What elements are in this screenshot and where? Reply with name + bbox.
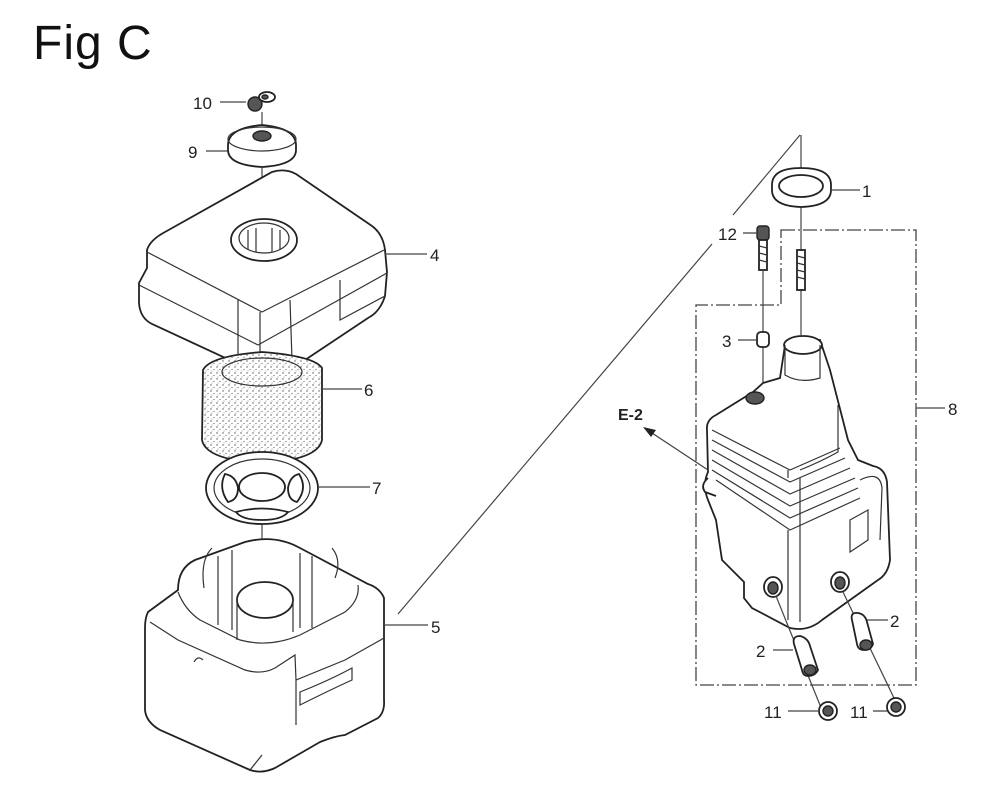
flange-nut-right-part[interactable] [886, 697, 906, 717]
air-cleaner-cover-part[interactable] [138, 169, 388, 378]
ref-e2-leader [651, 432, 709, 471]
nut-part[interactable] [756, 331, 770, 348]
bolt-part[interactable] [756, 225, 770, 271]
elbow-body-part[interactable] [702, 335, 891, 630]
callout-5[interactable]: 5 [431, 618, 440, 637]
collar-left-part[interactable] [792, 635, 819, 677]
callout-2-right[interactable]: 2 [890, 612, 899, 631]
cover-washer-part[interactable] [227, 124, 297, 168]
seal-ring-part[interactable] [771, 167, 832, 208]
callout-9[interactable]: 9 [188, 143, 197, 162]
air-cleaner-case-part[interactable] [144, 538, 386, 773]
element-grid-part[interactable] [205, 451, 319, 525]
callout-6[interactable]: 6 [364, 381, 373, 400]
flange-nut-left-part[interactable] [818, 701, 838, 721]
callout-10[interactable]: 10 [193, 94, 212, 113]
ref-e2-arrowhead [643, 427, 656, 437]
callout-11-left[interactable]: 11 [764, 703, 782, 722]
wing-nut-part[interactable] [247, 91, 276, 112]
callout-12[interactable]: 12 [718, 225, 737, 244]
callout-11-right[interactable]: 11 [850, 703, 868, 722]
stud-part [796, 249, 806, 291]
foam-element-part[interactable] [201, 351, 323, 464]
callout-7[interactable]: 7 [372, 479, 381, 498]
figure-title: Fig C [33, 17, 153, 70]
link-line-upper [732, 134, 801, 216]
assembly-8-bracket [695, 229, 917, 686]
link-line-lower [397, 243, 713, 615]
callout-2-left[interactable]: 2 [756, 642, 765, 661]
callout-1[interactable]: 1 [862, 182, 871, 201]
mount-hole-right-inner [834, 576, 846, 590]
collar-right-part[interactable] [850, 611, 874, 651]
mount-hole-left-inner [767, 581, 779, 595]
callout-8[interactable]: 8 [948, 400, 957, 419]
callout-4[interactable]: 4 [430, 246, 439, 265]
reference-e2-label[interactable]: E-2 [618, 407, 643, 424]
callout-3[interactable]: 3 [722, 332, 731, 351]
